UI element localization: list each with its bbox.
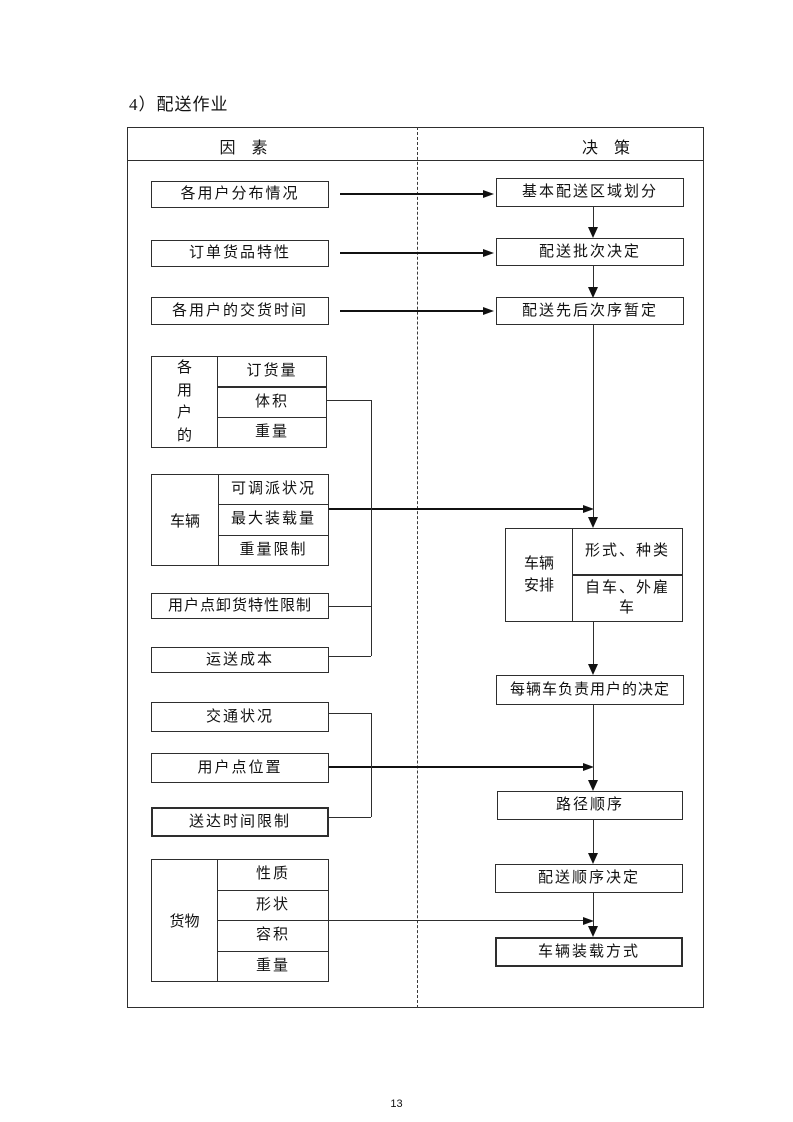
row-volume: 体积	[218, 386, 326, 417]
factor-traffic: 交通状况	[151, 702, 329, 732]
row-nature: 性质	[255, 866, 290, 882]
group-label-vehicle: 车辆	[152, 475, 219, 565]
arrowhead-user-location	[583, 763, 594, 771]
decision-sequence-tentative: 配送先后次序暂定	[496, 297, 684, 325]
decision-per-vehicle-users: 每辆车负责用户的决定	[496, 675, 684, 705]
factor-user-location: 用户点位置	[151, 753, 329, 783]
flow-zone-to-batch	[593, 207, 594, 228]
row-order-quantity: 订货量	[246, 362, 298, 379]
collector-vehicle-arrangement	[371, 400, 372, 656]
factor-user-distribution: 各用户分布情况	[151, 181, 329, 208]
connector-transport-cost	[329, 656, 371, 657]
arrow-line-vehicle-arrangement	[329, 508, 583, 510]
flow-pervehicle-to-route	[593, 705, 594, 780]
arrow-line-cargo	[329, 920, 583, 921]
flow-batch-to-sequence	[593, 266, 594, 287]
connector-arrival-limit	[329, 817, 371, 818]
connector-traffic	[329, 713, 371, 714]
decision-zone-division: 基本配送区域划分	[496, 178, 684, 207]
flow-sequence-to-arrangement	[593, 325, 594, 517]
header-rule	[127, 160, 704, 161]
group-label-per-user: 各用户的	[152, 357, 218, 447]
factor-order-goods: 订单货品特性	[151, 240, 329, 267]
decision-route-order: 路径顺序	[497, 791, 683, 820]
row-weight: 重量	[218, 417, 326, 447]
factor-decision-divider	[417, 127, 418, 1008]
factor-group-vehicle: 车辆 可调派状况 最大装载量 重量限制	[151, 474, 329, 566]
connector-volume	[327, 400, 371, 401]
flow-route-to-deliveryorder	[593, 820, 594, 853]
group-label-cargo: 货物	[152, 860, 218, 981]
group-label-vehicle-arrangement: 车辆安排	[506, 529, 573, 621]
row-weight-limit: 重量限制	[219, 534, 328, 565]
arrowhead-pervehicle	[588, 664, 598, 675]
arrowhead-deliveryorder	[588, 853, 598, 864]
factor-arrival-limit: 送达时间限制	[151, 807, 329, 837]
section-heading: 4）配送作业	[129, 95, 229, 114]
decision-group-vehicle-arrangement: 车辆安排 形式、种类 自车、外雇车	[505, 528, 683, 622]
arrowhead-route	[588, 780, 598, 791]
page-number: 13	[390, 1098, 403, 1110]
flow-deliveryorder-to-loading	[593, 893, 594, 926]
factor-group-per-user: 各用户的 订货量 体积 重量	[151, 356, 327, 448]
column-header-decisions: 决 策	[581, 140, 630, 157]
decision-batch: 配送批次决定	[496, 238, 684, 266]
row-form-type: 形式、种类	[584, 542, 670, 559]
column-header-factors: 因 素	[219, 140, 268, 157]
factor-transport-cost: 运送成本	[151, 647, 329, 673]
arrowhead-arrangement	[588, 517, 598, 528]
arrow-line-user-distribution	[340, 193, 483, 195]
arrow-line-delivery-time	[340, 310, 483, 312]
factor-group-cargo: 货物 性质 形状 容积 重量	[151, 859, 329, 982]
arrowhead-delivery-time	[483, 307, 494, 315]
arrowhead-sequence	[588, 287, 598, 298]
row-own-or-hired: 自车、外雇车	[573, 574, 682, 621]
row-max-load: 最大装载量	[219, 504, 328, 534]
connector-unloading-limit	[329, 606, 371, 607]
arrowhead-user-distribution	[483, 190, 494, 198]
decision-delivery-order: 配送顺序决定	[495, 864, 683, 893]
arrow-line-user-location	[329, 766, 583, 768]
factor-user-delivery-time: 各用户的交货时间	[151, 297, 329, 325]
row-dispatch-status: 可调派状况	[230, 480, 316, 497]
arrowhead-loading	[588, 926, 598, 937]
row-shape: 形状	[218, 889, 328, 921]
row-capacity: 容积	[218, 920, 328, 951]
arrowhead-batch	[588, 227, 598, 238]
arrowhead-order-goods	[483, 249, 494, 257]
decision-loading-method: 车辆装载方式	[495, 937, 683, 967]
row-cargo-weight: 重量	[218, 950, 328, 982]
diagram-frame	[127, 127, 704, 1008]
collector-route-order	[371, 713, 372, 817]
arrow-line-order-goods	[340, 252, 483, 254]
arrowhead-vehicle-arrangement	[583, 505, 594, 513]
flow-arrangement-to-pervehicle	[593, 622, 594, 664]
arrowhead-cargo	[583, 917, 594, 925]
factor-unloading-limit: 用户点卸货特性限制	[151, 593, 329, 619]
